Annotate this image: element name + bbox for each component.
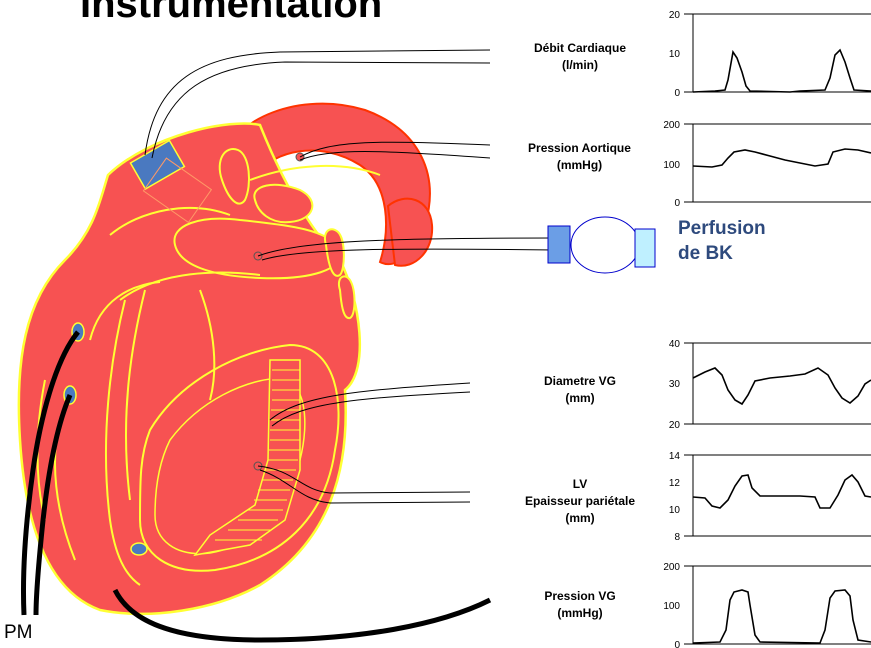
trace-panel-pressionvg: [684, 566, 871, 644]
label-pressionvg: Pression VG (mmHg): [505, 588, 655, 622]
page-title: Instrumentation: [80, 0, 382, 27]
tick-diametre-0: 40: [669, 339, 681, 350]
tick-aortique-0: 200: [663, 120, 680, 131]
heart: [19, 104, 490, 640]
trace-diametre: [693, 368, 871, 404]
label-epaisseur-line1: LV: [505, 476, 655, 493]
trace-aortique: [693, 149, 871, 167]
tick-labels: 20 10 0 200 100 0 40 30 20 14 12 10 8 20…: [663, 10, 680, 648]
perfusion-line1: Perfusion: [678, 216, 766, 241]
trace-panel-diametre: [684, 343, 871, 424]
label-diametre-line2: (mm): [505, 390, 655, 407]
tick-epaisseur-0: 14: [669, 451, 681, 462]
pm-label: PM: [4, 622, 33, 644]
label-diametre-line1: Diametre VG: [505, 373, 655, 390]
tick-epaisseur-3: 8: [674, 532, 680, 543]
trace-panel-aortique: [684, 124, 871, 202]
tick-epaisseur-2: 10: [669, 505, 681, 516]
label-pressionvg-line2: (mmHg): [505, 605, 655, 622]
tick-aortique-1: 100: [663, 160, 680, 171]
label-diametre: Diametre VG (mm): [505, 373, 655, 407]
electrode-3: [131, 543, 147, 555]
tick-aortique-2: 0: [674, 198, 680, 209]
label-aortique-line1: Pression Aortique: [502, 140, 657, 157]
tick-pressionvg-0: 200: [663, 562, 680, 573]
trace-pressionvg: [693, 590, 871, 643]
label-epaisseur: LV Epaisseur pariétale (mm): [505, 476, 655, 527]
label-aortique: Pression Aortique (mmHg): [502, 140, 657, 174]
label-pressionvg-line1: Pression VG: [505, 588, 655, 605]
label-aortique-line2: (mmHg): [502, 157, 657, 174]
label-epaisseur-line3: (mm): [505, 510, 655, 527]
tick-diametre-2: 20: [669, 420, 681, 431]
label-debit: Débit Cardiaque (l/min): [505, 40, 655, 74]
trace-epaisseur: [693, 475, 871, 508]
perfusion-line2: de BK: [678, 241, 766, 266]
label-epaisseur-line2: Epaisseur pariétale: [505, 493, 655, 510]
label-debit-line2: (l/min): [505, 57, 655, 74]
perfusion-pump: [548, 217, 655, 273]
trace-panel-debit: [684, 14, 871, 92]
tick-pressionvg-2: 0: [674, 640, 680, 648]
trace-debit: [693, 50, 871, 92]
perfusion-label: Perfusion de BK: [678, 216, 766, 266]
tick-debit-1: 10: [669, 49, 681, 60]
tick-diametre-1: 30: [669, 379, 681, 390]
tick-epaisseur-1: 12: [669, 478, 681, 489]
aorta-end: [388, 199, 432, 266]
label-debit-line1: Débit Cardiaque: [505, 40, 655, 57]
tick-debit-2: 0: [674, 88, 680, 99]
tick-pressionvg-1: 100: [663, 601, 680, 612]
tick-debit-0: 20: [669, 10, 681, 21]
trace-panel-epaisseur: [684, 455, 871, 536]
